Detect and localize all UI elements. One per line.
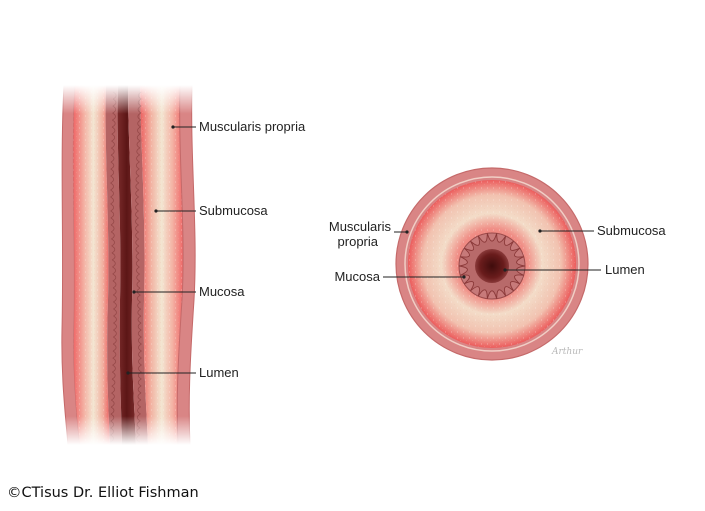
label-long-submucosa: Submucosa [199,203,268,218]
copyright-credit: ©CTisus Dr. Elliot Fishman [7,485,199,501]
cross-section [395,167,589,361]
long-leaders [126,125,196,375]
label-long-lumen: Lumen [199,365,239,380]
longitudinal-section [61,84,196,446]
label-long-muscularis: Muscularis propria [199,119,306,134]
label-cross-submucosa: Submucosa [597,223,666,238]
label-cross-muscularis-line1: Muscularis [329,219,392,234]
long-mucosa-left [105,85,122,445]
long-mucosa-folds [110,91,142,443]
cross-leaders [383,229,601,279]
cross-lumen [475,249,509,283]
label-cross-mucosa: Mucosa [334,269,380,284]
label-cross-lumen: Lumen [605,262,645,277]
label-cross-muscularis-line2: propria [338,234,379,249]
long-muscularis-right [176,84,196,446]
long-lumen [117,85,136,445]
artist-signature: Arthur [551,347,583,357]
long-mucosa-right [128,85,148,445]
label-long-mucosa: Mucosa [199,284,245,299]
